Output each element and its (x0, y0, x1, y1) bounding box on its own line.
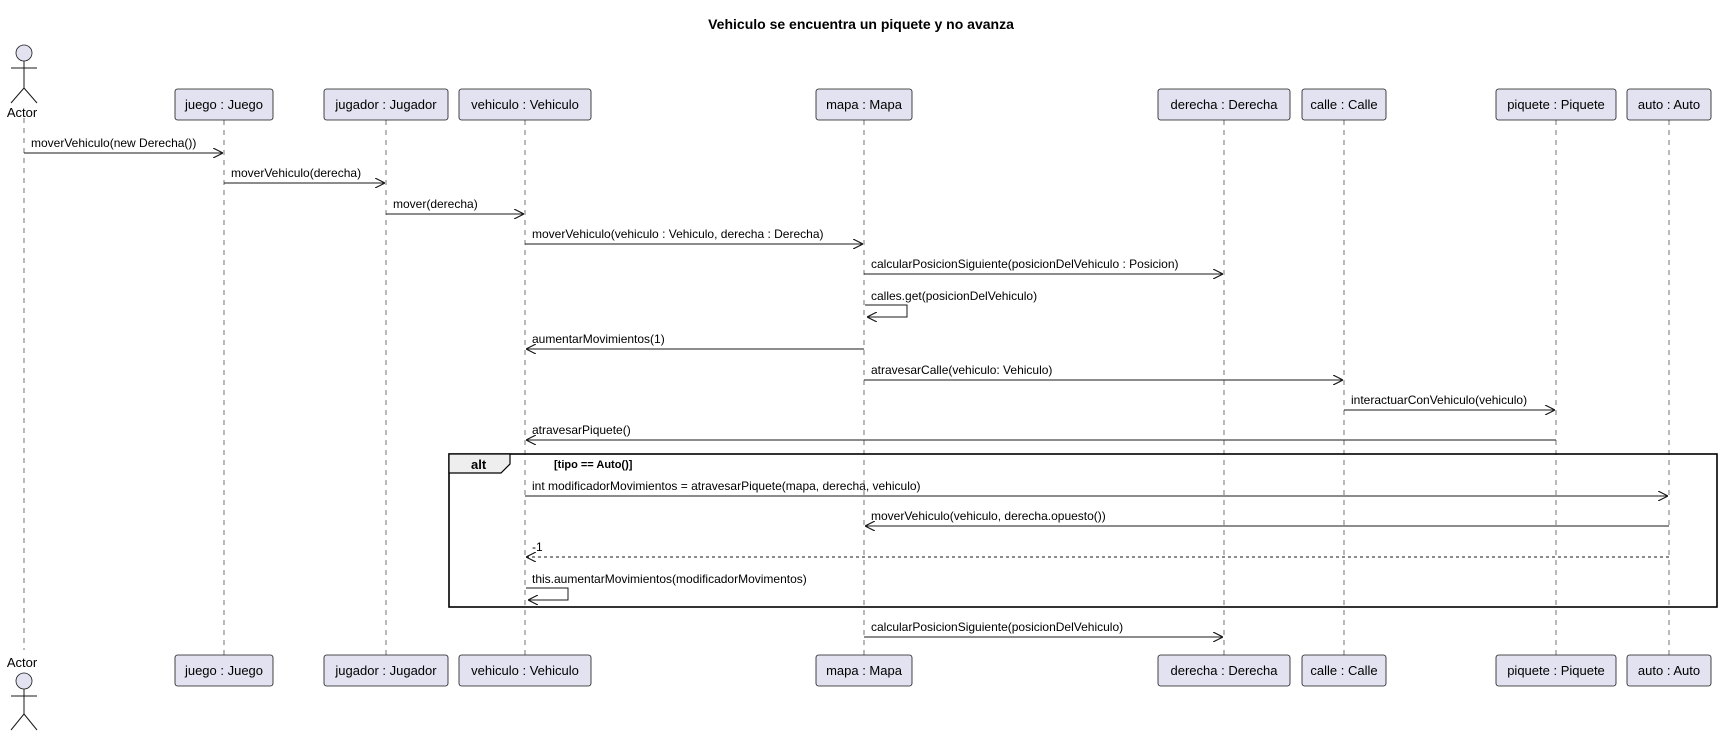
participant-actor-bottom: Actor (7, 655, 38, 731)
message-14: this.aumentarMovimientos(modificadorMovi… (526, 572, 807, 600)
message-label: calles.get(posicionDelVehiculo) (871, 289, 1037, 303)
participant-vehiculo-bottom: vehiculo : Vehiculo (458, 654, 592, 687)
participant-vehiculo-top: vehiculo : Vehiculo (458, 88, 592, 121)
message-label: int modificadorMovimientos = atravesarPi… (532, 479, 921, 493)
participant-calle-top: calle : Calle (1301, 88, 1387, 121)
participant-piquete-bottom: piquete : Piquete (1495, 654, 1617, 687)
message-label: mover(derecha) (393, 197, 478, 211)
message-8: atravesarCalle(vehiculo: Vehiculo) (864, 363, 1343, 380)
participant-label: vehiculo : Vehiculo (471, 97, 579, 112)
actor-label-top: Actor (7, 105, 38, 120)
alt-keyword: alt (471, 457, 487, 472)
message-2: moverVehiculo(derecha) (224, 166, 385, 183)
participant-label: piquete : Piquete (1507, 97, 1605, 112)
participant-calle-bottom: calle : Calle (1301, 654, 1387, 687)
participant-label: auto : Auto (1638, 663, 1700, 678)
participant-auto-top: auto : Auto (1626, 88, 1712, 121)
message-label: atravesarPiquete() (532, 423, 631, 437)
participant-label: juego : Juego (184, 663, 263, 678)
participant-label: jugador : Jugador (334, 663, 437, 678)
message-10: atravesarPiquete() (526, 423, 1556, 440)
participant-piquete-top: piquete : Piquete (1495, 88, 1617, 121)
message-label: moverVehiculo(derecha) (231, 166, 361, 180)
participant-label: auto : Auto (1638, 97, 1700, 112)
message-label: moverVehiculo(vehiculo : Vehiculo, derec… (532, 227, 824, 241)
self-message-arrow (526, 587, 569, 600)
alt-fragment-tab (448, 453, 511, 474)
message-4: moverVehiculo(vehiculo : Vehiculo, derec… (525, 227, 863, 244)
message-3: mover(derecha) (386, 197, 524, 214)
message-1: moverVehiculo(new Derecha()) (24, 136, 223, 153)
message-label: this.aumentarMovimientos(modificadorMovi… (532, 572, 807, 586)
participant-label: calle : Calle (1310, 97, 1377, 112)
message-11: int modificadorMovimientos = atravesarPi… (525, 479, 1668, 496)
message-15: calcularPosicionSiguiente(posicionDelVeh… (864, 620, 1223, 637)
message-label: moverVehiculo(vehiculo, derecha.opuesto(… (871, 509, 1106, 523)
message-12: moverVehiculo(vehiculo, derecha.opuesto(… (865, 509, 1669, 526)
message-label: interactuarConVehiculo(vehiculo) (1351, 393, 1527, 407)
participant-juego-bottom: juego : Juego (174, 654, 274, 687)
participant-label: jugador : Jugador (334, 97, 437, 112)
message-label: calcularPosicionSiguiente(posicionDelVeh… (871, 257, 1179, 271)
message-9: interactuarConVehiculo(vehiculo) (1344, 393, 1555, 410)
message-6: calles.get(posicionDelVehiculo) (865, 289, 1037, 317)
participant-auto-bottom: auto : Auto (1626, 654, 1712, 687)
message-5: calcularPosicionSiguiente(posicionDelVeh… (864, 257, 1223, 274)
participant-label: mapa : Mapa (826, 97, 903, 112)
participant-jugador-top: jugador : Jugador (323, 88, 449, 121)
alt-fragment-frame (448, 453, 1718, 608)
diagram-title: Vehiculo se encuentra un piquete y no av… (708, 16, 1014, 32)
message-label: moverVehiculo(new Derecha()) (31, 136, 196, 150)
participant-mapa-top: mapa : Mapa (815, 88, 913, 121)
message-label: aumentarMovimientos(1) (532, 332, 665, 346)
alt-condition: [tipo == Auto()] (554, 459, 633, 471)
message-13: -1 (526, 540, 1669, 557)
participant-label: calle : Calle (1310, 663, 1377, 678)
participant-label: vehiculo : Vehiculo (471, 663, 579, 678)
participant-label: piquete : Piquete (1507, 663, 1605, 678)
message-label: -1 (532, 540, 543, 554)
participant-label: juego : Juego (184, 97, 263, 112)
message-label: atravesarCalle(vehiculo: Vehiculo) (871, 363, 1052, 377)
participant-jugador-bottom: jugador : Jugador (323, 654, 449, 687)
participant-label: derecha : Derecha (1171, 97, 1279, 112)
participant-mapa-bottom: mapa : Mapa (815, 654, 913, 687)
self-message-arrow (865, 304, 908, 317)
participant-juego-top: juego : Juego (174, 88, 274, 121)
participant-label: mapa : Mapa (826, 663, 903, 678)
message-label: calcularPosicionSiguiente(posicionDelVeh… (871, 620, 1123, 634)
participant-actor-top: Actor (7, 44, 38, 120)
participant-label: derecha : Derecha (1171, 663, 1279, 678)
actor-label-bottom: Actor (7, 655, 38, 670)
participant-derecha-top: derecha : Derecha (1157, 88, 1291, 121)
participant-derecha-bottom: derecha : Derecha (1157, 654, 1291, 687)
message-7: aumentarMovimientos(1) (526, 332, 864, 349)
